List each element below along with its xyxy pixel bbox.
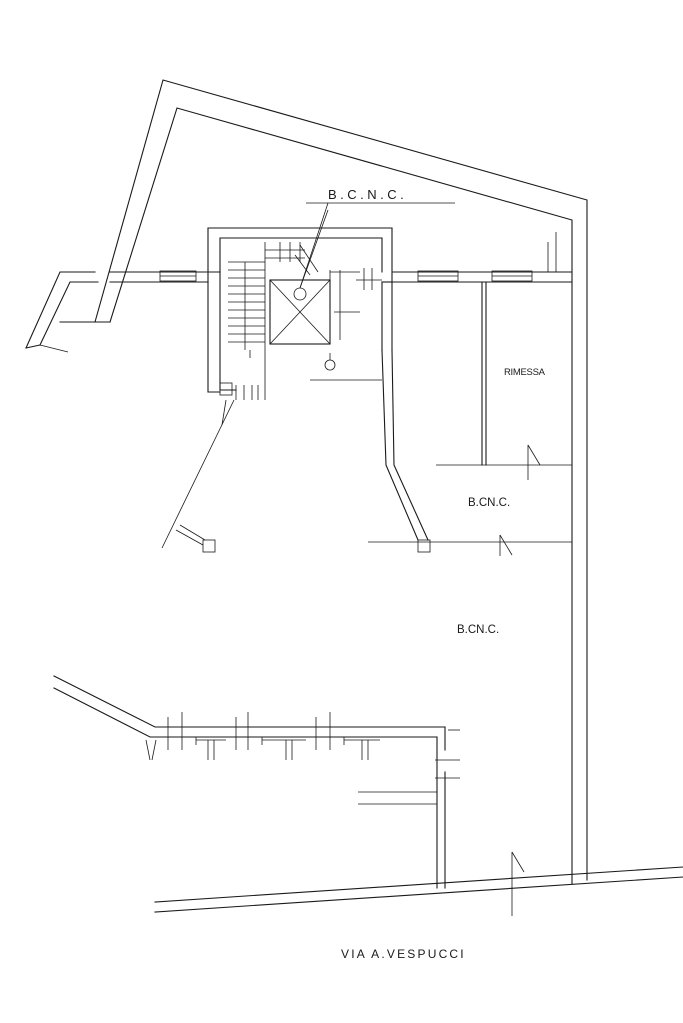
label-bcnc-top: B.C.N.C. <box>328 187 407 202</box>
stair-core <box>207 209 393 400</box>
south-inner-wall <box>53 675 460 889</box>
north-facade-wall <box>109 232 573 283</box>
interior-wall-east <box>368 349 572 556</box>
street-front-wall <box>154 851 683 916</box>
entrance-door-left <box>161 399 235 553</box>
outer-wall-north <box>25 79 588 885</box>
label-bcnc-center: B.CN.C. <box>457 624 499 636</box>
label-rimessa: RIMESSA <box>504 367 546 378</box>
label-leader-top <box>299 202 455 289</box>
rimessa-room <box>436 281 572 480</box>
label-bcnc-right: B.CN.C. <box>468 497 510 509</box>
label-street: VIA A.VESPUCCI <box>341 947 466 961</box>
